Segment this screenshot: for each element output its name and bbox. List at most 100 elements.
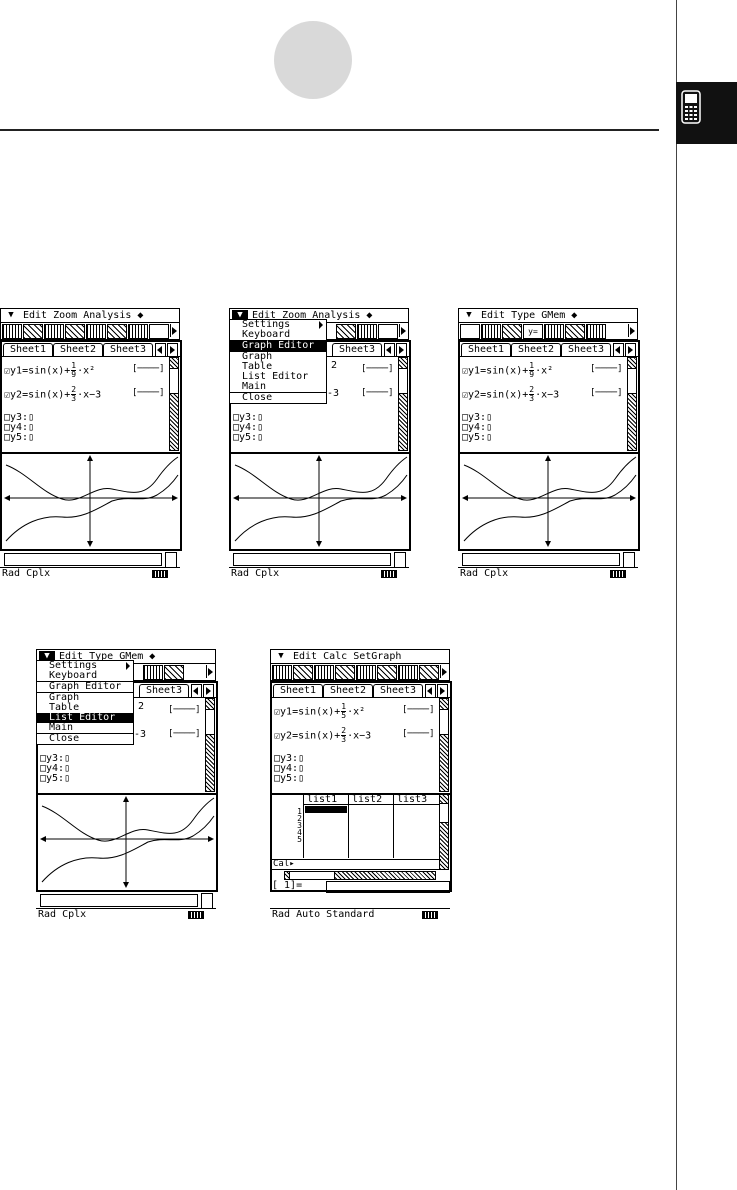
style-bracket[interactable]: [────] (402, 705, 435, 715)
tab-left-icon[interactable] (384, 343, 395, 357)
tab-right-icon[interactable] (203, 684, 214, 698)
equation-row-y4[interactable]: □y4:▯ (233, 422, 264, 433)
tab-sheet3[interactable]: Sheet3 (561, 343, 611, 356)
vertical-scrollbar[interactable] (439, 698, 449, 792)
spin-icon[interactable] (623, 552, 635, 568)
equation-row-y4[interactable]: □y4:▯ (40, 763, 71, 774)
tool-icon[interactable] (272, 665, 292, 680)
menu-item-keyboard[interactable]: Keyboard (230, 330, 326, 341)
tab-sheet2[interactable]: Sheet2 (53, 343, 103, 356)
tab-sheet3[interactable]: Sheet3 (373, 684, 423, 697)
toolbar-next-icon[interactable] (440, 665, 448, 678)
graph-window[interactable] (0, 452, 182, 551)
vertical-scrollbar[interactable] (169, 357, 179, 451)
equation-row-y5[interactable]: □y5:▯ (40, 773, 71, 784)
toolbar-next-icon[interactable] (628, 324, 636, 337)
tool-icon[interactable] (293, 665, 313, 680)
tool-icon[interactable] (44, 324, 64, 339)
tab-left-icon[interactable] (613, 343, 624, 357)
list-header[interactable]: list1 (304, 794, 348, 805)
tool-icon[interactable] (335, 665, 355, 680)
tool-icon[interactable] (23, 324, 43, 339)
tab-left-icon[interactable] (191, 684, 202, 698)
menu-item-close[interactable]: Close (37, 733, 133, 744)
horizontal-scrollbar[interactable] (284, 871, 436, 880)
tool-icon[interactable] (357, 324, 377, 339)
tab-left-icon[interactable] (155, 343, 166, 357)
spin-icon[interactable] (201, 893, 213, 909)
tab-sheet3[interactable]: Sheet3 (139, 684, 189, 697)
menu-arrow-icon[interactable]: ▼ (466, 310, 472, 320)
tab-sheet2[interactable]: Sheet2 (323, 684, 373, 697)
vertical-scrollbar[interactable] (398, 357, 408, 451)
menu-arrow-icon[interactable]: ▼ (39, 651, 55, 661)
menu-item-table[interactable]: Table (49, 702, 80, 713)
graph-window[interactable] (36, 793, 218, 892)
tool-icon[interactable] (149, 324, 169, 339)
tab-left-icon[interactable] (425, 684, 436, 698)
equation-row-y4[interactable]: □y4:▯ (462, 422, 493, 433)
list-column-list3[interactable]: list3 (393, 794, 440, 858)
tool-icon[interactable] (565, 324, 585, 339)
equation-row-y3[interactable]: □y3:▯ (233, 412, 264, 423)
menu-item-list-editor[interactable]: List Editor (242, 371, 309, 382)
tool-icon[interactable] (502, 324, 522, 339)
equation-row-y5[interactable]: □y5:▯ (4, 432, 35, 443)
menu-items[interactable]: Edit Zoom Analysis ◆ (23, 310, 144, 321)
tool-icon[interactable] (164, 665, 184, 680)
tab-right-icon[interactable] (167, 343, 178, 357)
graph-tool-icon[interactable] (460, 324, 480, 339)
equation-row-y3[interactable]: □y3:▯ (274, 753, 305, 764)
vertical-scrollbar[interactable] (627, 357, 637, 451)
spin-icon[interactable] (165, 552, 177, 568)
menu-item-graph-editor[interactable]: Graph Editor (230, 341, 326, 352)
menu-item-table[interactable]: Table (242, 361, 273, 372)
input-line[interactable] (462, 553, 620, 566)
cell-input[interactable] (326, 881, 450, 893)
equation-row-y4[interactable]: □y4:▯ (274, 763, 305, 774)
tool-icon[interactable] (356, 665, 376, 680)
style-bracket[interactable]: [────] (361, 388, 394, 398)
input-line[interactable] (4, 553, 162, 566)
tool-icon[interactable] (377, 665, 397, 680)
tab-sheet1[interactable]: Sheet1 (461, 343, 511, 356)
selected-cell[interactable] (305, 806, 347, 813)
tool-icon[interactable] (143, 665, 163, 680)
menu-items[interactable]: Edit Type GMem ◆ (59, 651, 156, 662)
menu-item-close[interactable]: Close (230, 392, 326, 403)
menu-item-graph[interactable]: Graph (242, 351, 273, 362)
menu-item-main[interactable]: Main (242, 381, 267, 392)
style-bracket[interactable]: [────] (361, 364, 394, 374)
menu-arrow-icon[interactable]: ▼ (8, 310, 14, 320)
tool-icon[interactable] (86, 324, 106, 339)
list-header[interactable]: list3 (394, 794, 439, 805)
menu-items[interactable]: Edit Calc SetGraph (293, 651, 402, 662)
list-header[interactable]: list2 (349, 794, 393, 805)
tab-right-icon[interactable] (625, 343, 636, 357)
menu-item-keyboard[interactable]: Keyboard (37, 671, 133, 682)
tab-right-icon[interactable] (396, 343, 407, 357)
input-line[interactable] (40, 894, 198, 907)
menu-item-graph[interactable]: Graph (49, 692, 80, 703)
table-icon[interactable] (2, 324, 22, 339)
equation-row-y3[interactable]: □y3:▯ (462, 412, 493, 423)
tab-right-icon[interactable] (437, 684, 448, 698)
toolbar-next-icon[interactable] (399, 324, 407, 337)
equation-row-y5[interactable]: □y5:▯ (462, 432, 493, 443)
equation-row-y3[interactable]: □y3:▯ (4, 412, 35, 423)
equation-row-y5[interactable]: □y5:▯ (274, 773, 305, 784)
tool-icon[interactable] (107, 324, 127, 339)
menu-item-list-editor[interactable]: List Editor (37, 713, 133, 723)
menu-items[interactable]: Edit Zoom Analysis ◆ (252, 310, 373, 321)
menu-item-graph-editor[interactable]: Graph Editor (37, 682, 133, 693)
tool-icon[interactable] (419, 665, 439, 680)
tool-icon[interactable] (128, 324, 148, 339)
menu-item-settings[interactable]: Settings (230, 320, 326, 330)
style-bracket[interactable]: [────] (132, 364, 165, 374)
equation-row-y5[interactable]: □y5:▯ (233, 432, 264, 443)
